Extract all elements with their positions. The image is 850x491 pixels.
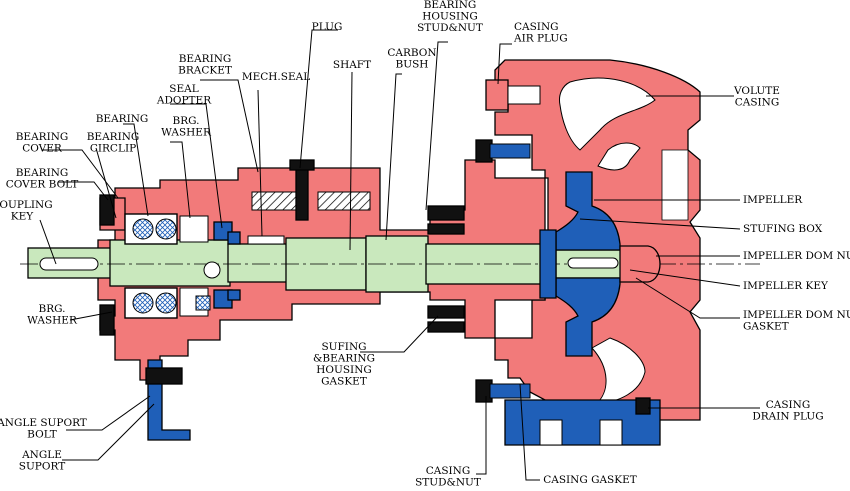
label-line: WASHER [27,315,78,327]
label-line: BEARING [179,53,232,65]
label-line: COVER [22,143,63,155]
label-line: SHAFT [333,59,371,71]
shaft [20,235,760,293]
label-stufing-box: STUFING BOX [743,223,823,235]
label-line: SUPORT [19,461,65,473]
label-line: BEARING [87,131,140,143]
label-line: GASKET [743,321,789,333]
impeller-dom-nut [619,245,661,283]
label-line: VOLUTE [733,85,780,97]
label-line: MECH.SEAL [242,71,310,83]
label-line: ANGLE SUPORT [0,417,87,429]
label-line: IMPELLER DOM NUT [743,309,850,321]
label-line: DRAIN PLUG [752,411,823,423]
label-line: CARBON [387,47,436,59]
label-line: IMPELLER [743,194,803,206]
label-line: BRG. [173,115,200,127]
label-line: CASING [766,399,811,411]
label-line: ADOPTER [156,95,212,107]
label-line: BUSH [396,59,429,71]
label-impeller-dom-nut: IMPELLER DOM NUT [743,250,850,262]
label-line: CASING [514,21,559,33]
label-line: AIR PLUG [513,33,568,45]
label-line: BRG. [39,303,66,315]
label-line: IMPELLER DOM NUT [743,250,850,262]
label-coupling-key: COUPLINGKEY [0,199,53,223]
label-line: ANGLE [21,449,62,461]
label-line: &BEARING [313,353,375,365]
leader-lines [39,29,760,481]
label-line: COUPLING [0,199,53,211]
label-line: SUFING [321,341,366,353]
label-line: STUD&NUT [415,477,481,489]
mech-seal [213,221,285,309]
label-line: HOUSING [316,364,372,376]
casing-air-plug [485,79,541,111]
label-line: CIRCLIP [90,143,136,155]
label-line: IMPELLER KEY [743,280,829,292]
label-line: SEAL [169,83,198,95]
label-brg-washer-top: BRG.WASHER [161,115,212,139]
label-line: BOLT [27,429,57,441]
label-mech-seal: MECH.SEAL [242,71,310,83]
label-bearing: BEARING [96,113,149,125]
angle-support-base [504,399,661,446]
label-line: BEARING [16,131,69,143]
label-line: WASHER [161,127,212,139]
label-line: CASING [735,97,780,109]
bearing [124,213,211,319]
label-line: BEARING [96,113,149,125]
label-impeller: IMPELLER [743,194,803,206]
label-line: KEY [11,211,35,223]
label-line: BEARING [424,0,477,11]
label-line: BRACKET [178,65,232,77]
label-plug: PLUG [312,21,343,33]
label-casing-gasket: CASING GASKET [543,474,637,486]
label-line: GASKET [321,376,367,388]
label-line: CASING GASKET [543,474,637,486]
bolts [99,139,651,415]
label-line: STUD&NUT [417,22,483,34]
label-line: PLUG [312,21,343,33]
label-shaft: SHAFT [333,59,371,71]
label-line: CASING [426,465,471,477]
label-line: STUFING BOX [743,223,823,235]
label-brg-washer-bottom: BRG.WASHER [27,303,78,327]
label-impeller-key: IMPELLER KEY [743,280,829,292]
label-line: HOUSING [422,11,478,23]
label-line: COVER BOLT [6,179,79,191]
impeller [539,171,621,357]
label-line: BEARING [16,167,69,179]
